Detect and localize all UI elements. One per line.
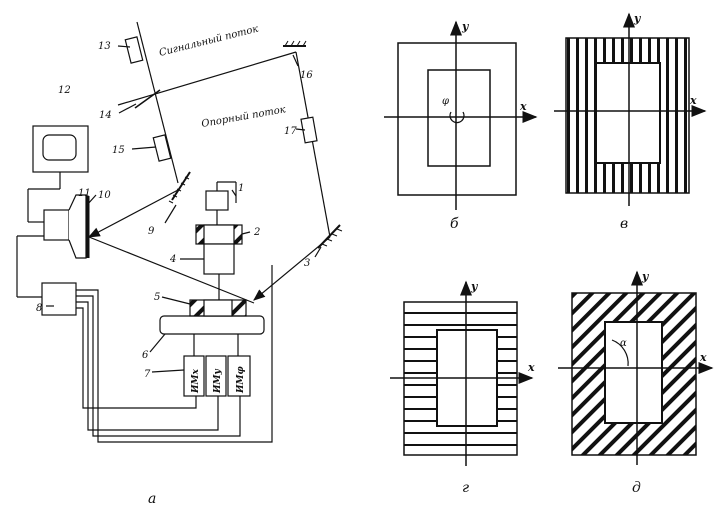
body-4: [203, 243, 235, 275]
mirror-9: [171, 171, 191, 201]
label-11: 11: [78, 188, 91, 199]
label-17: 17: [284, 126, 297, 137]
panel-d-y-label: y: [641, 270, 650, 283]
panel-v-x-label: x: [689, 94, 697, 107]
label-10: 10: [98, 190, 111, 201]
caption-d: д: [632, 480, 641, 496]
element-14: [134, 89, 161, 109]
module-label-phi: ИМφ: [236, 366, 246, 394]
module-label-y: ИМy: [213, 369, 223, 394]
panel-d-alpha-label: α: [620, 338, 627, 349]
element-17: [300, 116, 318, 144]
caption-b: б: [450, 216, 459, 232]
optical-setup: [16, 21, 343, 443]
monitor-12: [32, 125, 89, 173]
panel-g-y-label: y: [470, 280, 479, 293]
panel-g-x-label: x: [527, 361, 535, 374]
label-13: 13: [98, 41, 111, 52]
label-16: 16: [300, 70, 313, 81]
signal-flow-label: Сигнальный поток: [158, 24, 259, 59]
module-box-phi: [227, 355, 251, 397]
label-4: 4: [169, 254, 176, 265]
label-3: 3: [304, 258, 310, 269]
label-1: 1: [238, 183, 244, 194]
module-box-y: [205, 355, 227, 397]
label-15: 15: [112, 145, 125, 156]
panel-g: [390, 280, 534, 466]
panel-d-x-label: x: [699, 351, 707, 364]
table-6: [159, 315, 265, 335]
panel-b-x-label: x: [519, 100, 527, 113]
block-8: [41, 282, 77, 316]
panel-b-phi-label: φ: [442, 96, 449, 107]
label-8: 8: [36, 303, 42, 314]
element-15: [152, 134, 172, 162]
panel-v: [554, 12, 707, 206]
caption-v: в: [620, 216, 628, 232]
label-2: 2: [253, 227, 260, 238]
label-6: 6: [142, 350, 149, 361]
panel-b: [384, 20, 538, 210]
panel-d: [558, 270, 714, 465]
panel-b-y-label: y: [461, 20, 470, 33]
label-5: 5: [154, 292, 160, 303]
reference-flow-label: Опорный поток: [201, 104, 287, 130]
caption-a: а: [148, 491, 156, 507]
panel-v-y-label: y: [633, 12, 642, 25]
label-12: 12: [58, 85, 71, 96]
module-label-x: ИМx: [191, 369, 201, 394]
element-13: [124, 36, 144, 64]
caption-g: г: [462, 480, 469, 496]
camera-11: [43, 194, 90, 259]
label-7: 7: [144, 369, 151, 380]
label-9: 9: [148, 226, 155, 237]
light-source-1: [205, 190, 229, 211]
label-14: 14: [99, 110, 112, 121]
